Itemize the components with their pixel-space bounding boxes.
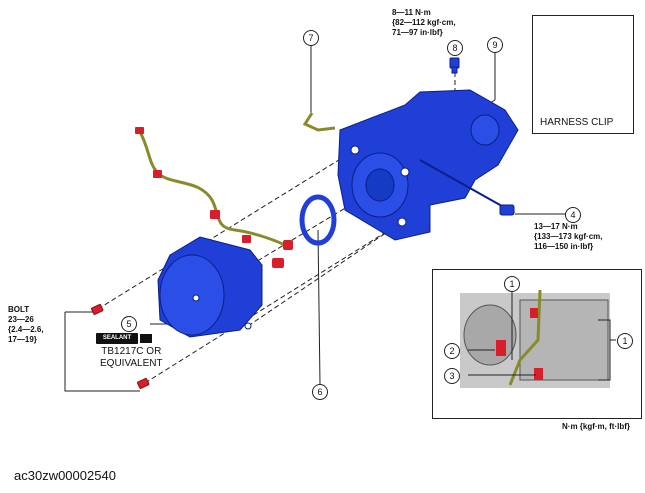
breather-tube bbox=[302, 112, 336, 132]
wiring-harness bbox=[138, 131, 286, 247]
callout-8: 8 bbox=[447, 40, 463, 56]
bolt-4 bbox=[499, 204, 515, 216]
callout-7: 7 bbox=[303, 30, 319, 46]
image-id-text: ac30zw00002540 bbox=[14, 468, 116, 483]
callout-6: 6 bbox=[312, 384, 328, 400]
bolt-8 bbox=[449, 57, 460, 74]
mounting-bolts bbox=[91, 303, 150, 389]
harness-clip-box bbox=[532, 15, 634, 134]
callout-9: 9 bbox=[487, 37, 503, 53]
callout-3: 3 bbox=[444, 368, 460, 384]
torque-label-8: 8—11 N·m {82—112 kgf·cm, 71—97 in·lbf} bbox=[392, 8, 456, 37]
callout-1-right: 1 bbox=[617, 333, 633, 349]
bolt-torque-label: BOLT 23—26 {2.4—2.6, 17—19} bbox=[8, 305, 44, 344]
inset-detail-box bbox=[432, 269, 642, 419]
transfer-case-housing bbox=[337, 89, 519, 241]
sealant-badge: SEALANT bbox=[96, 333, 138, 344]
sealant-text: TB1217C OR EQUIVALENT bbox=[100, 346, 163, 369]
torque-label-4: 13—17 N·m {133—173 kgf·cm, 116—150 in·lb… bbox=[534, 222, 603, 251]
sealant-tube-body bbox=[140, 334, 152, 343]
o-ring bbox=[299, 194, 337, 246]
callout-4: 4 bbox=[565, 207, 581, 223]
leader-lines bbox=[64, 44, 566, 392]
actuator-motor bbox=[157, 236, 263, 338]
callout-2: 2 bbox=[444, 343, 460, 359]
callout-5: 5 bbox=[121, 316, 137, 332]
inset-photo bbox=[460, 286, 616, 388]
harness-clip-label: HARNESS CLIP bbox=[540, 117, 614, 128]
unit-note: N·m {kgf·m, ft·lbf} bbox=[562, 422, 630, 431]
callout-1-top: 1 bbox=[504, 276, 520, 292]
